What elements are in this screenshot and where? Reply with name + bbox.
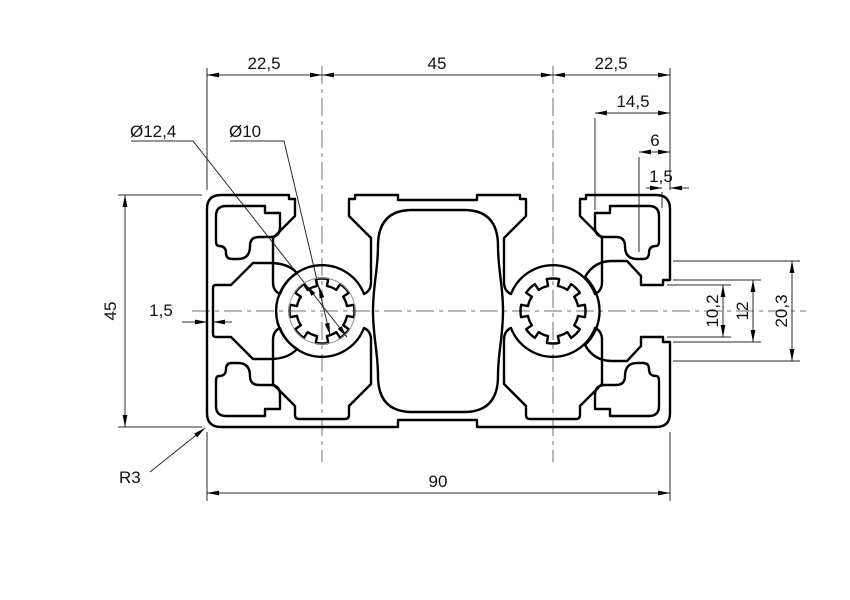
arrowhead	[194, 428, 205, 438]
dim-top-center-label: 45	[428, 54, 447, 73]
arrowhead	[122, 415, 128, 427]
dim-slot-opening-face-label: 12	[733, 302, 752, 321]
corner-chamber-top-left	[214, 204, 282, 261]
dim-height-label: 45	[101, 302, 120, 321]
dimension-arrowheads	[122, 72, 795, 496]
corner-chamber-bottom-left	[214, 361, 282, 418]
arrowhead	[658, 490, 670, 496]
dim-right-step-label: 6	[650, 131, 659, 150]
arrowhead	[750, 280, 756, 292]
profile-geometry	[205, 193, 672, 429]
corner-chamber-bottom-right	[593, 361, 661, 418]
dim-slot-opening-clear-label: 10,2	[703, 294, 722, 327]
arrowhead	[122, 195, 128, 207]
arrowhead	[207, 490, 219, 496]
spline-bore-left	[288, 277, 356, 345]
bottom-slot-cavity-right	[502, 326, 604, 421]
arrowhead	[595, 110, 607, 116]
arrowhead	[319, 286, 325, 299]
spline-bore-right	[519, 277, 587, 345]
arrowhead	[658, 72, 670, 78]
corner-chamber-top-right	[593, 204, 661, 261]
dimension-texts: 22,5 45 22,5 14,5 6 1,5 45 1,5 Ø12,4 Ø10…	[101, 54, 791, 491]
arrowhead	[750, 330, 756, 342]
dim-top-left-label: 22,5	[247, 54, 280, 73]
dim-left-wall-label: 1,5	[149, 301, 173, 320]
arrowhead	[658, 149, 670, 155]
arrowhead	[789, 349, 795, 361]
arrowhead	[650, 185, 662, 191]
arrowhead	[213, 319, 225, 325]
spline-tip-reference-circle	[288, 277, 356, 345]
dim-core-bore-label: Ø10	[229, 122, 261, 141]
arrowhead	[639, 149, 651, 155]
arrowhead	[720, 285, 726, 297]
arrowhead	[789, 261, 795, 273]
dim-corner-radius-label: R3	[119, 468, 141, 487]
arrowhead	[324, 322, 330, 335]
arrowhead	[670, 185, 682, 191]
arrowhead	[195, 319, 207, 325]
dim-right-depth-label: 14,5	[616, 92, 649, 111]
arrowhead	[310, 72, 322, 78]
arrowhead	[720, 325, 726, 337]
dim-right-wall-label: 1,5	[649, 167, 673, 186]
arrowhead	[306, 285, 316, 296]
central-cavity	[371, 208, 505, 414]
arrowhead	[658, 110, 670, 116]
arrowhead	[322, 72, 334, 78]
leader-core-bore	[230, 140, 331, 336]
dim-top-right-label: 22,5	[594, 54, 627, 73]
arrowhead	[541, 72, 553, 78]
left-slot-cavity	[211, 261, 299, 361]
dim-spline-bore-label: Ø12,4	[130, 122, 176, 141]
arrowhead	[553, 72, 565, 78]
dim-slot-cavity-width-label: 20,3	[772, 294, 791, 327]
dim-width-label: 90	[429, 472, 448, 491]
profile-outer-contour	[205, 193, 672, 429]
arrowhead	[207, 72, 219, 78]
